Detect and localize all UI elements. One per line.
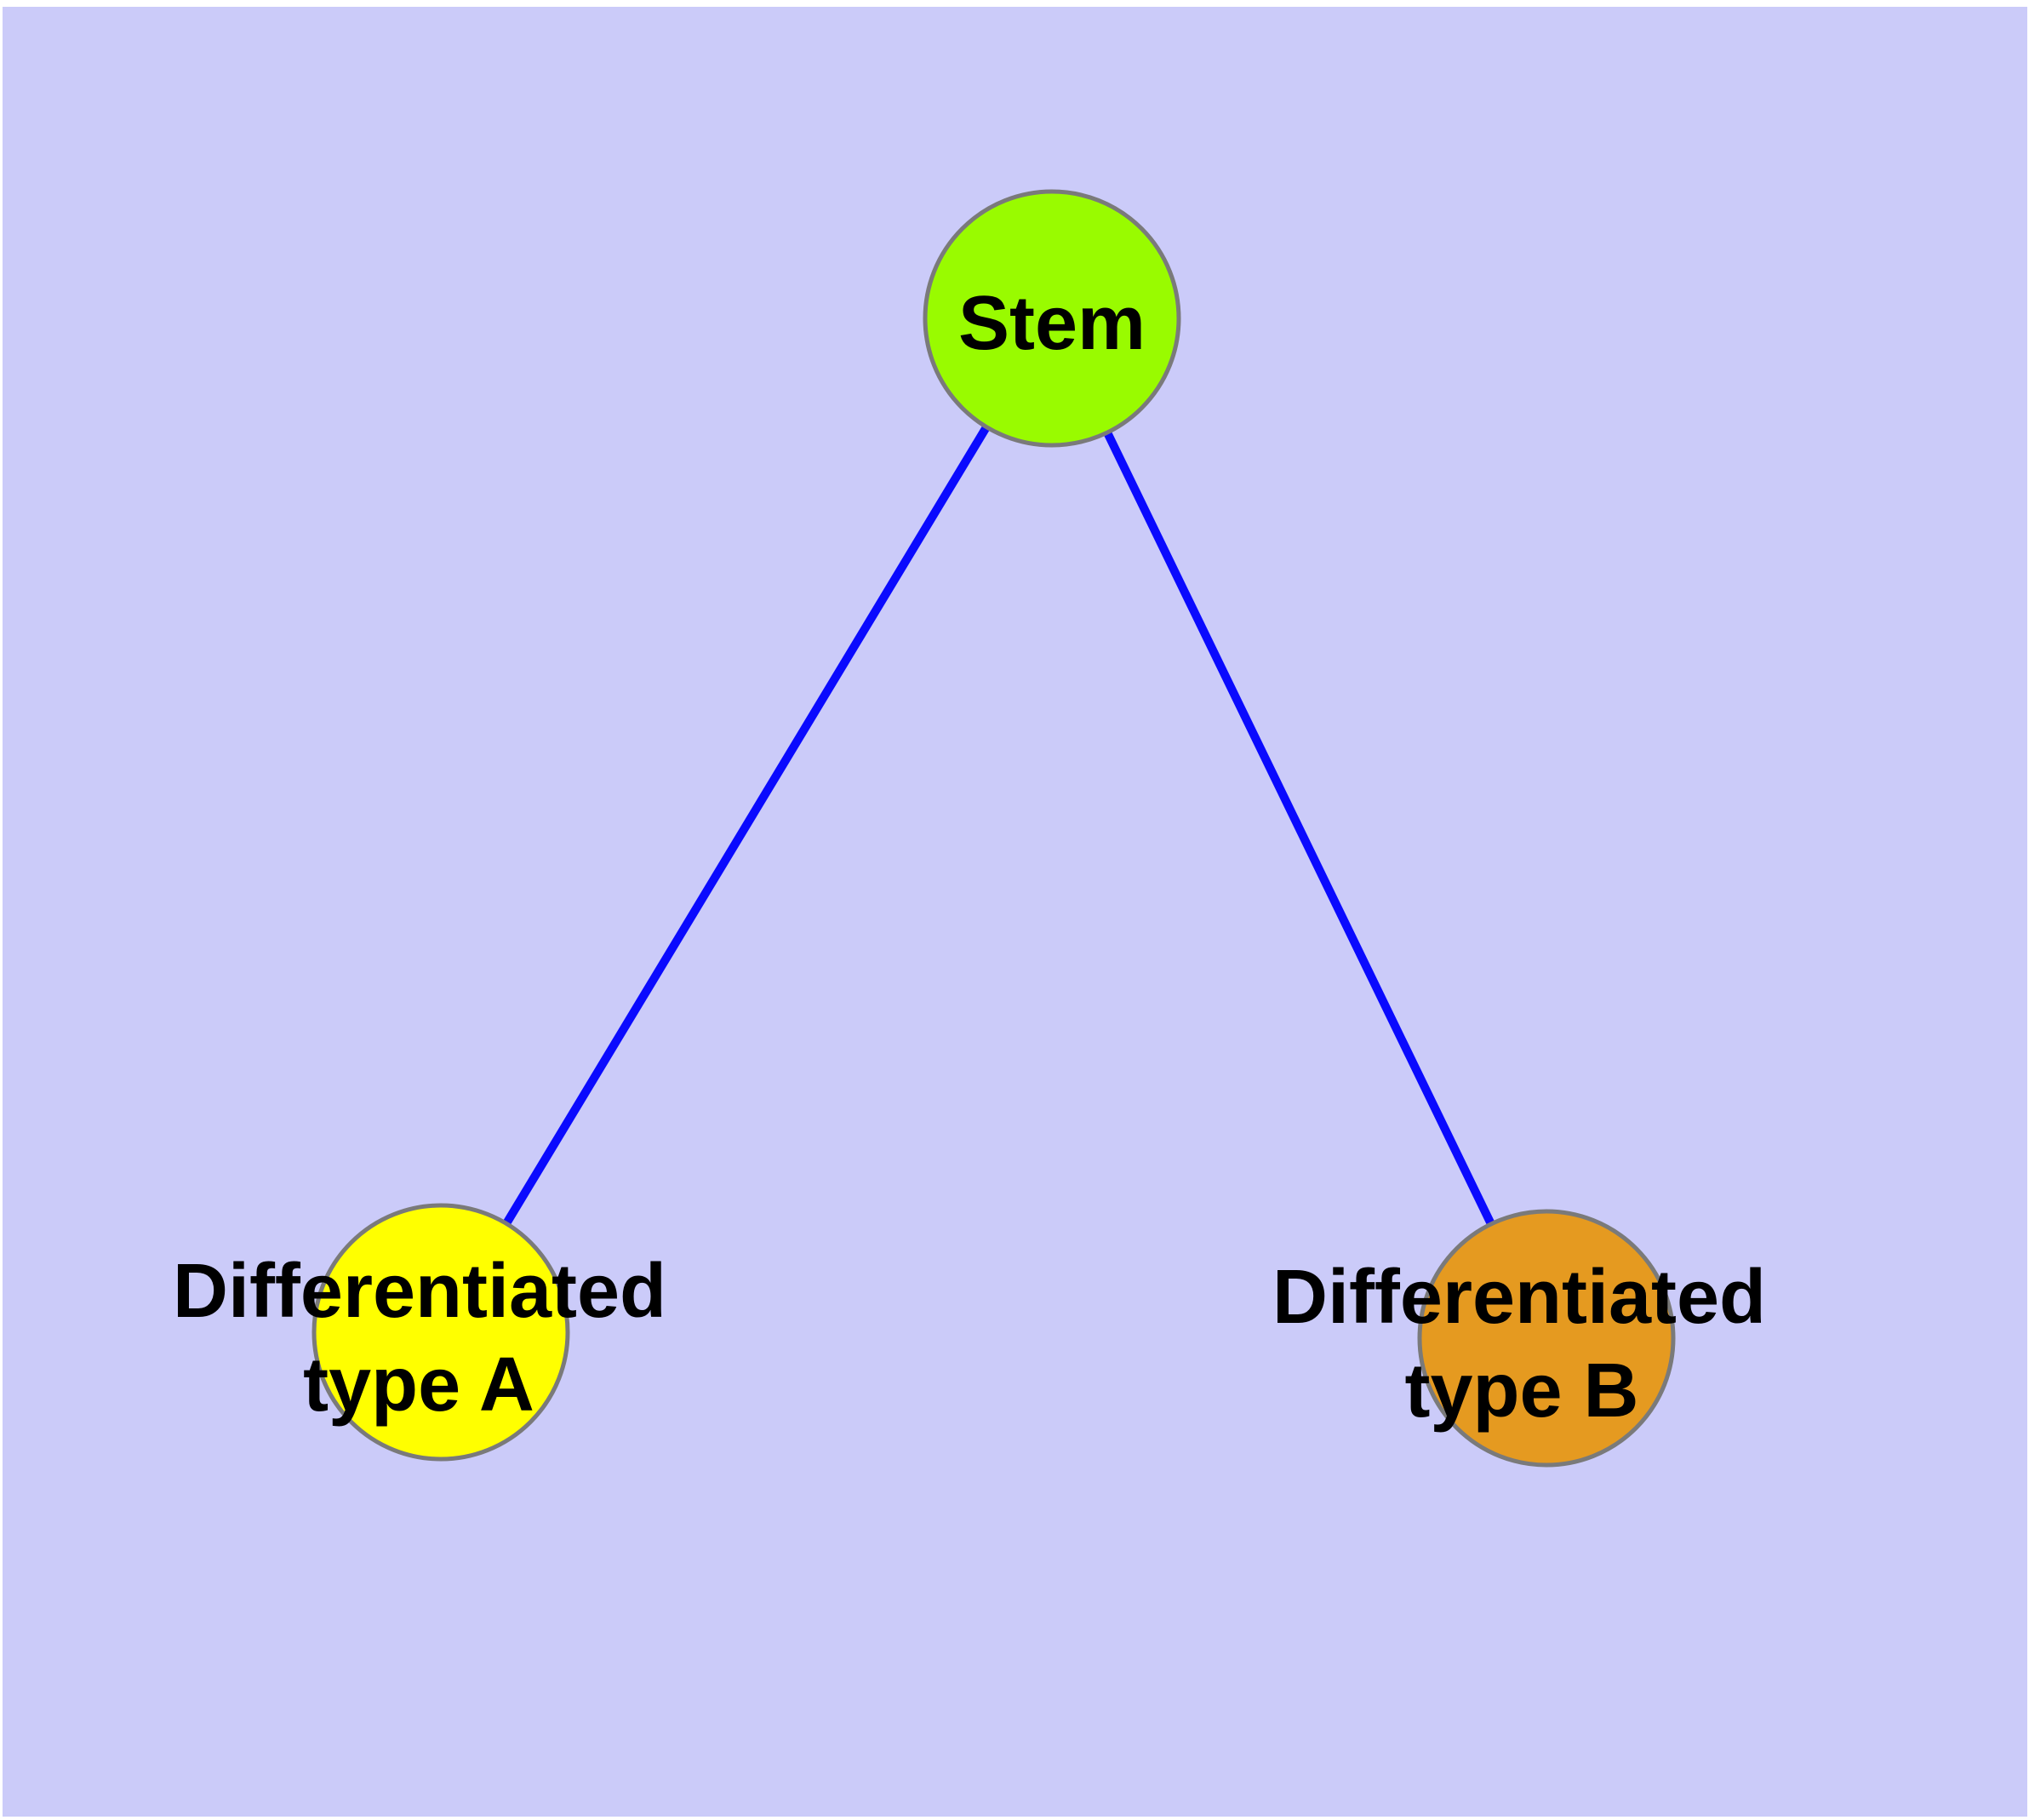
- node-differentiated-type-a: [311, 1203, 570, 1462]
- node-differentiated-type-b: [1417, 1209, 1676, 1468]
- node-label-type-a-line1: Differentiated: [173, 1249, 666, 1334]
- node-label-type-b-line2: type B: [1404, 1348, 1638, 1434]
- node-label-type-b-line1: Differentiated: [1272, 1255, 1766, 1340]
- node-label-stem: Stem: [958, 281, 1146, 366]
- node-stem: [923, 189, 1181, 448]
- edge-stem-to-type-b: [1048, 316, 1551, 1341]
- node-label-type-a-line2: type A: [303, 1342, 534, 1428]
- edge-stem-to-type-a: [437, 316, 1056, 1335]
